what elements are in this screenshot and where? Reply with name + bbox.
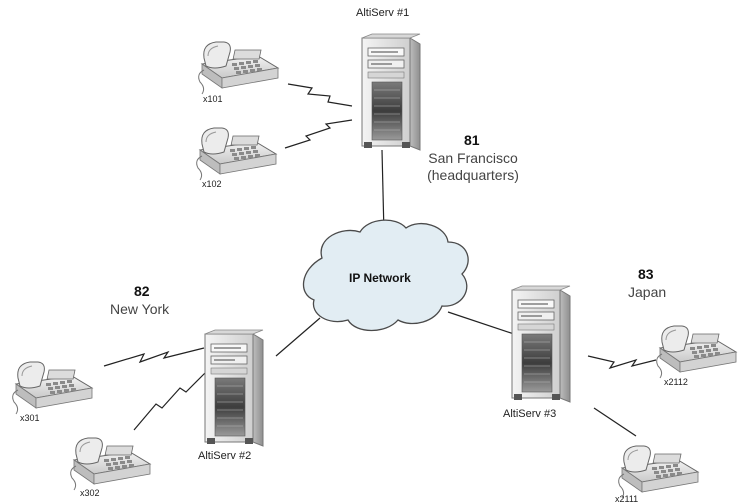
link-x101-server1 [287, 83, 353, 107]
ip-network-label: IP Network [349, 271, 411, 285]
phone-x2112 [656, 325, 737, 379]
site-code-82: 82 [134, 283, 150, 299]
site-code-83: 83 [638, 266, 654, 282]
site-code-81: 81 [464, 132, 480, 148]
link-x301-server2 [103, 347, 205, 367]
site-name-text: San Francisco [428, 150, 518, 166]
link-x302-server2 [133, 371, 207, 431]
extension-label-x302: x302 [80, 488, 100, 498]
ip-network-cloud [302, 219, 469, 332]
link-server3-x2111 [593, 407, 637, 437]
server-3-label: AltiServ #3 [503, 408, 557, 420]
extension-label-x301: x301 [20, 413, 40, 423]
server-2-label: AltiServ #2 [198, 450, 252, 462]
extension-label-x101: x101 [203, 94, 223, 104]
phone-x101 [198, 41, 279, 95]
server-altiserv-2 [204, 329, 264, 447]
link-server3-x2112 [587, 355, 657, 370]
phone-x302 [70, 437, 151, 491]
server-altiserv-1 [361, 33, 421, 151]
phone-x102 [196, 127, 277, 181]
link-network-server2 [275, 317, 321, 357]
site-name-san-francisco: San Francisco (headquarters) [418, 150, 528, 184]
site-name-new-york: New York [110, 301, 170, 317]
phone-x2111 [618, 445, 699, 499]
phone-x301 [12, 361, 93, 415]
extension-label-x2111: x2111 [615, 494, 639, 503]
server-altiserv-3 [511, 285, 571, 403]
connection-lines [103, 83, 657, 437]
site-note-text: (headquarters) [427, 167, 519, 183]
link-network-server3 [447, 311, 515, 335]
site-name-japan: Japan [628, 284, 667, 300]
extension-label-x102: x102 [202, 179, 222, 189]
link-x102-server1 [284, 119, 353, 149]
extension-label-x2112: x2112 [664, 377, 688, 387]
server-1-label: AltiServ #1 [356, 7, 410, 19]
